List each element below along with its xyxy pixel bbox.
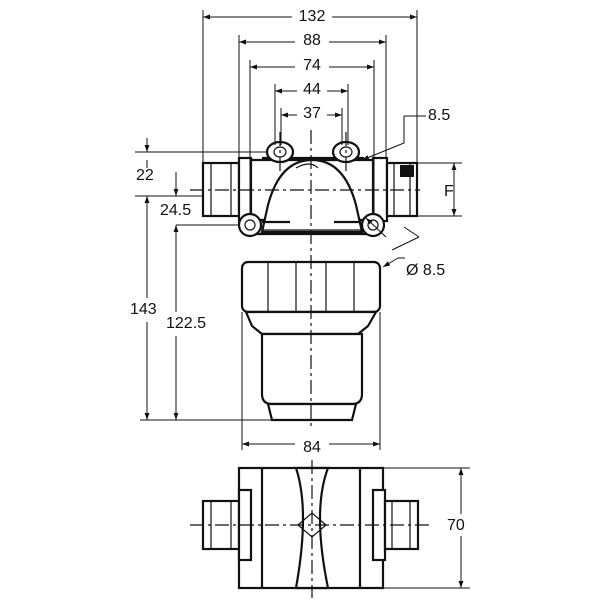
dimension-24-5: 24.5 — [135, 172, 203, 219]
top-view: 70 — [190, 460, 472, 598]
dimension-slot-8-5: 8.5 — [361, 107, 450, 161]
center-lines — [190, 130, 420, 430]
label-88: 88 — [303, 32, 321, 49]
dimension-hole-dia: Ø 8.5 — [365, 217, 445, 279]
dimension-37: 37 — [280, 101, 343, 145]
label-74: 74 — [303, 57, 321, 74]
dimension-44: 44 — [274, 77, 349, 145]
label-slot-8-5: 8.5 — [428, 107, 450, 124]
front-view: 132 88 74 44 37 — [128, 4, 462, 456]
dimension-22: 22 — [135, 138, 266, 184]
dimension-84: 84 — [241, 312, 381, 456]
dimension-88: 88 — [238, 28, 387, 158]
label-122-5: 122.5 — [166, 315, 206, 332]
dimension-143: 143 — [128, 196, 272, 421]
label-44: 44 — [303, 81, 321, 98]
label-24-5: 24.5 — [160, 202, 191, 219]
dimension-thread-f: F — [417, 162, 462, 217]
filter-head — [248, 156, 376, 236]
label-hole-dia: Ø 8.5 — [406, 262, 445, 279]
label-132: 132 — [299, 8, 326, 25]
label-84: 84 — [303, 439, 321, 456]
label-70: 70 — [447, 517, 465, 534]
dimension-74: 74 — [249, 53, 375, 214]
dimension-122-5: 122.5 — [166, 224, 239, 420]
label-143: 143 — [130, 301, 157, 318]
dimension-70: 70 — [383, 467, 472, 589]
label-thread-f: F — [444, 183, 454, 200]
label-22: 22 — [136, 167, 154, 184]
label-37: 37 — [303, 105, 321, 122]
dimension-132: 132 — [202, 4, 418, 163]
